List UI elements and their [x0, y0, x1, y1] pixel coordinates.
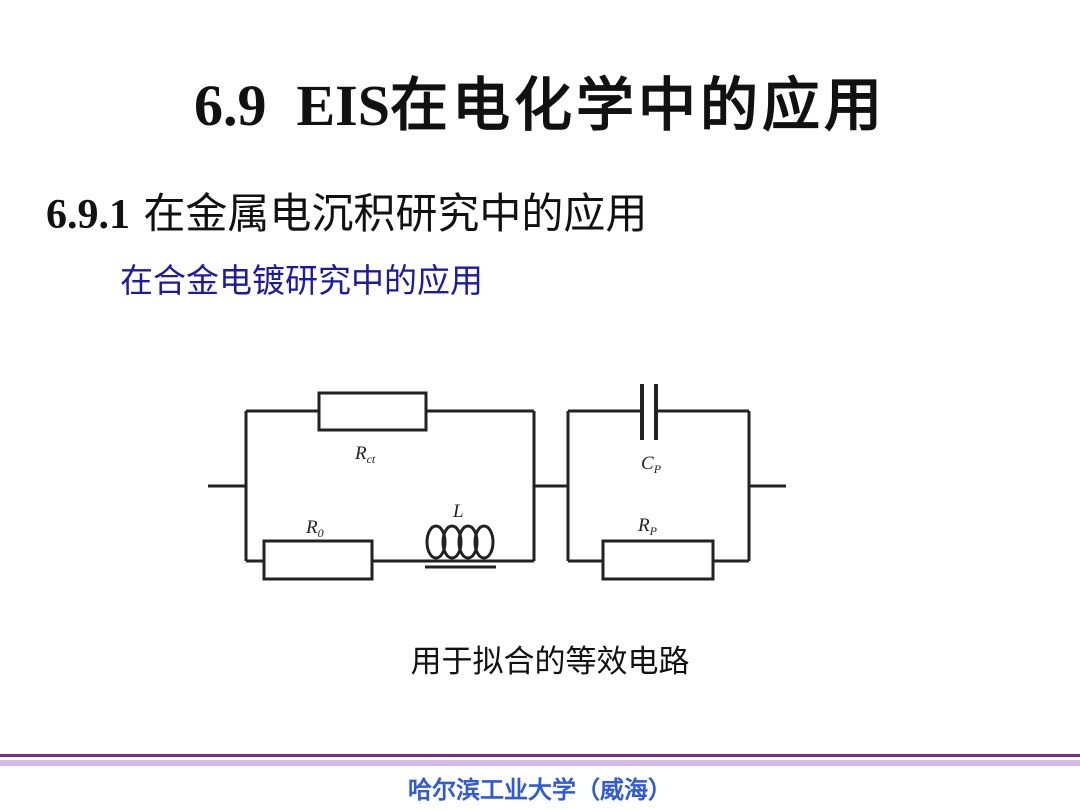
- title-text: 在电化学中的应用: [390, 71, 887, 139]
- rct-label: Rct: [354, 443, 376, 466]
- cp-label: CP: [641, 453, 662, 476]
- footer-band: [0, 760, 1080, 766]
- rct-resistor: [317, 391, 428, 432]
- r0-resistor: [262, 539, 374, 581]
- inductor-l: [425, 524, 496, 569]
- title-number: 6.9: [193, 73, 267, 138]
- diagram-caption: 用于拟合的等效电路: [410, 644, 690, 680]
- rp-label: RP: [637, 515, 658, 538]
- subsection-heading: 在合金电镀研究中的应用: [120, 261, 483, 300]
- rp-resistor: [601, 539, 715, 581]
- slide-title: 6.9 EIS在电化学中的应用: [0, 58, 1080, 142]
- section-heading: 6.9.1 在金属电沉积研究中的应用: [46, 180, 647, 241]
- footer-divider: [0, 754, 1080, 757]
- l-label: L: [452, 501, 464, 522]
- footer-institution: 哈尔滨工业大学（威海）: [408, 775, 672, 804]
- title-eis: EIS: [296, 73, 390, 138]
- section-number: 6.9.1: [46, 192, 130, 238]
- r0-label: R0: [305, 517, 324, 540]
- section-text: 在金属电沉积研究中的应用: [143, 189, 648, 238]
- equivalent-circuit-diagram: Rct CP L R0 RP: [208, 384, 786, 581]
